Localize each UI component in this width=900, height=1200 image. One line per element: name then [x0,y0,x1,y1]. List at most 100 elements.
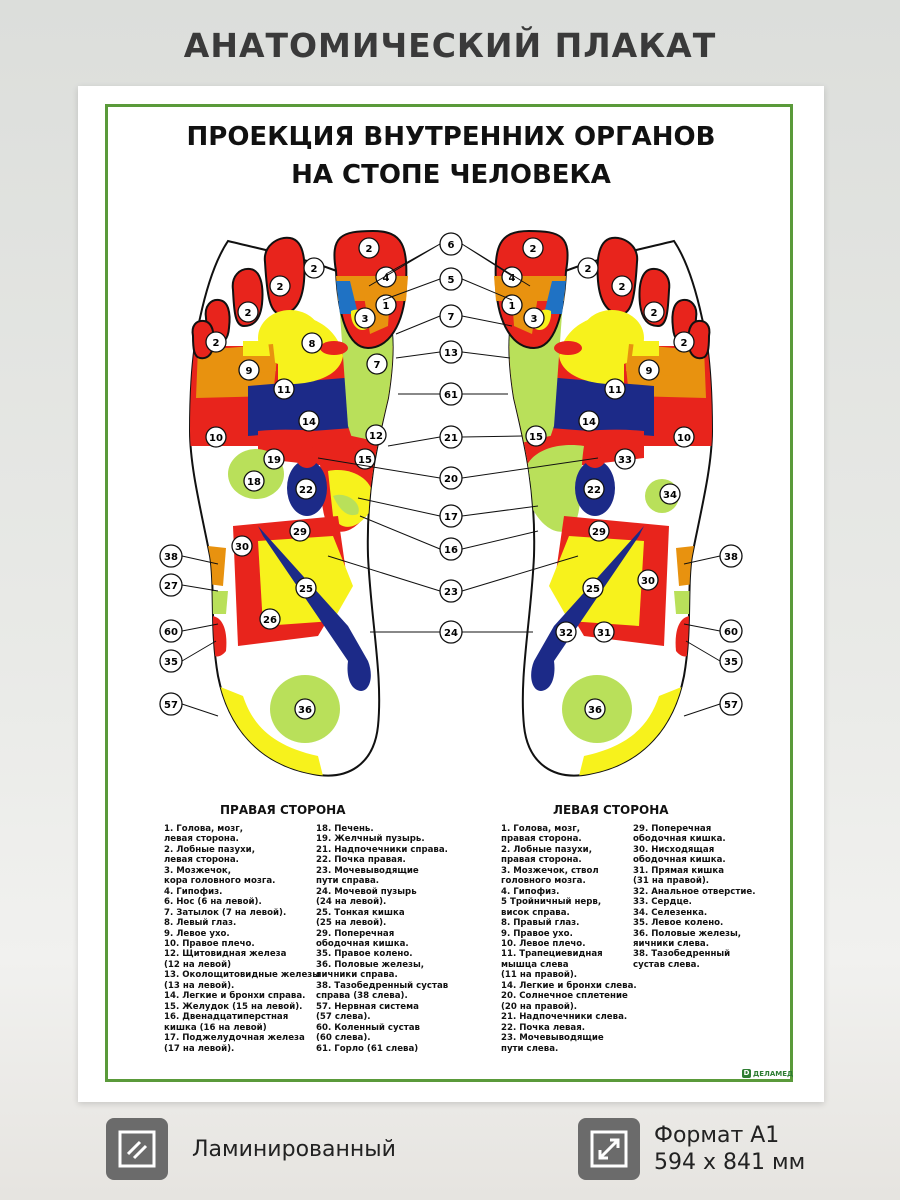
legend-line: 19. Желчный пузырь. [316,834,425,845]
legend-line: 29. Поперечная [316,928,395,939]
right-foot: 2 2 2 2 2 4 1 3 8 7 9 11 14 12 10 19 15 … [188,229,408,777]
right-foot-toes [191,229,408,376]
legend-right-col1: 1. Голова, мозг, левая сторона.2. Лобные … [164,824,320,1054]
legend-line: (25 на левой). [316,918,387,929]
legend-line: 30. Нисходящая [633,844,715,855]
outer-label: 38 [164,552,178,563]
legend-line: 10. Левое плечо. [501,938,586,949]
center-label: 20 [444,474,458,485]
legend-line: 22. Почка правая. [316,855,406,866]
center-label: 61 [444,390,458,401]
center-label: 23 [444,587,458,598]
outer-labels-right-foot: 38 27 60 35 57 [159,544,183,716]
legend-line: 21. Надпочечники справа. [316,844,448,855]
legend-line: 12. Щитовидная железа [164,949,287,960]
legend-line: 60. Коленный сустав [316,1022,420,1033]
poster-frame [105,104,793,1082]
legend-line: 8. Левый глаз. [164,918,237,929]
outer-label: 60 [164,627,178,638]
legend-line: 61. Горло (61 слева) [316,1043,419,1054]
legend-line: (20 на правой). [501,1001,578,1012]
legend-line: 24. Мочевой пузырь [316,886,417,897]
legend-line: (13 на левой). [164,980,235,991]
zone-marker: 36 [588,705,602,716]
zone-marker: 1 [383,301,390,312]
zone-marker: 22 [299,485,313,496]
zone-marker: 8 [309,339,316,350]
poster-title: ПРОЕКЦИЯ ВНУТРЕННИХ ОРГАНОВ НА СТОПЕ ЧЕЛ… [78,118,824,194]
zone-marker: 30 [641,576,655,587]
center-label: 7 [448,312,455,323]
legend-line: (31 на правой). [633,876,710,887]
legend-line: 9. Правое ухо. [501,928,573,939]
zone-marker: 2 [277,282,284,293]
center-label: 21 [444,433,458,444]
center-label: 5 [448,275,455,286]
zone-marker: 7 [374,360,381,371]
outer-label: 57 [724,700,738,711]
page-title: АНАТОМИЧЕСКИЙ ПЛАКАТ [183,25,717,65]
outer-label: 60 [724,627,738,638]
legend-line: 2. Лобные пазухи, [164,844,255,855]
legend-line: 15. Желудок (15 на левой). [164,1001,303,1012]
legend-line: правая сторона. [501,855,582,866]
center-label: 13 [444,348,458,359]
zone-marker: 25 [586,584,600,595]
zone-marker: 15 [358,455,372,466]
zone-marker: 19 [267,455,281,466]
legend-line: 35. Правое колено. [316,949,413,960]
legend-line: (17 на левой). [164,1043,235,1054]
zone-marker: 2 [311,264,318,275]
legend-line: 3. Мозжечок, ствол [501,865,599,876]
top-banner: АНАТОМИЧЕСКИЙ ПЛАКАТ [0,0,900,90]
legend-line: 11. Трапециевидная [501,949,603,960]
legend-line: 9. Левое ухо. [164,928,230,939]
legend-line: 14. Легкие и бронхи справа. [164,991,306,1002]
feature-line: Формат А1 [654,1123,780,1148]
zone-marker: 3 [531,314,538,325]
legend-line: головного мозга. [501,876,586,887]
zone-marker: 29 [592,527,606,538]
legend-line: (12 на левой) [164,959,232,970]
poster-title-line2: НА СТОПЕ ЧЕЛОВЕКА [291,160,611,190]
legend-line: 1. Голова, мозг, [501,824,580,834]
zone-marker: 2 [681,338,688,349]
legend-line: 1. Голова, мозг, [164,824,243,834]
right-side-title: ПРАВАЯ СТОРОНА [220,803,346,817]
legend-line: 18. Печень. [316,824,374,834]
legend-line: пути справа. [316,876,380,887]
left-side-title: ЛЕВАЯ СТОРОНА [553,803,669,817]
feature-laminated: Ламинированный [106,1118,396,1180]
legend-line: 16. Двенадцатиперстная [164,1012,289,1023]
legend-line: 29. Поперечная [633,824,712,834]
legend-line: мышца слева [501,959,569,970]
legend-line: 35. Левое колено. [633,918,724,929]
legend-line: 22. Почка левая. [501,1022,585,1033]
legend-line: 8. Правый глаз. [501,918,580,929]
legend-line: 5 Тройничный нерв, [501,897,602,908]
zone-marker: 2 [619,282,626,293]
laminated-icon [106,1118,168,1180]
zone-marker: 4 [509,273,516,284]
legend-line: левая сторона. [164,855,239,866]
outer-label: 57 [164,700,178,711]
zone-marker: 31 [597,628,611,639]
zone-marker: 10 [677,433,691,444]
legend-line: (60 слева). [316,1033,371,1044]
outer-label: 35 [724,657,738,668]
zone-marker: 2 [651,308,658,319]
feature-format-text: Формат А1 594 x 841 мм [654,1122,805,1176]
legend-line: кора головного мозга. [164,876,276,887]
center-label: 24 [444,628,458,639]
zone-marker: 33 [618,455,632,466]
legend-line: кишка (16 на левой) [164,1022,267,1033]
legend-line: 3. Мозжечок, [164,865,231,876]
legend-line: 25. Тонкая кишка [316,907,405,918]
legend-line: 36. Половые железы, [633,928,742,939]
center-label: 16 [444,545,458,556]
zone-marker: 12 [369,431,383,442]
legend-line: сустав слева. [633,959,700,970]
legend-line: справа (38 слева). [316,991,408,1002]
center-label: 6 [448,240,455,251]
zone-marker: 11 [277,385,291,396]
